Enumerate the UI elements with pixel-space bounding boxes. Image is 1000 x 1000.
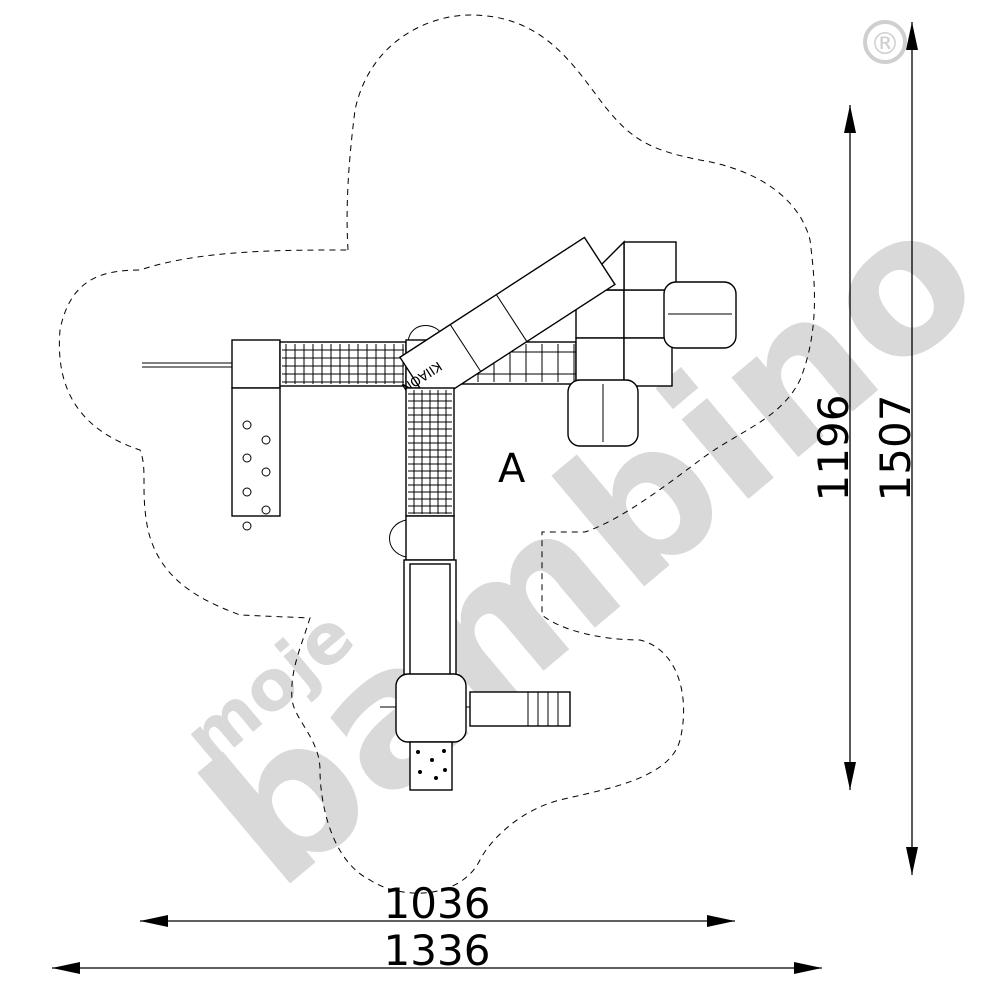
dimension-height-inner-text: 1196 [809, 395, 858, 502]
vertical-net-bridge [405, 387, 455, 517]
dimension-width-outer-text: 1336 [384, 926, 491, 975]
registered-mark: ® [863, 20, 907, 64]
registered-mark-symbol: ® [870, 27, 900, 62]
dimension-height-outer: 1507 [871, 22, 920, 875]
dimension-height-inner: 1196 [809, 105, 858, 790]
lower-tower [389, 515, 455, 561]
safety-zone-outline [58, 14, 815, 894]
safety-zone-label: A [498, 446, 526, 492]
upper-slide: KIIAON [398, 236, 616, 406]
left-tower [142, 339, 281, 531]
vertical-slide [403, 559, 457, 679]
dimension-width-outer: 1336 [52, 926, 822, 975]
roof-right-top [663, 281, 737, 349]
dimension-width-inner-text: 1036 [384, 879, 491, 928]
dimension-height-outer-text: 1507 [871, 395, 920, 502]
bottom-tower [380, 673, 571, 791]
net-bridge-left [279, 341, 407, 387]
dimension-width-inner: 1036 [140, 879, 735, 928]
